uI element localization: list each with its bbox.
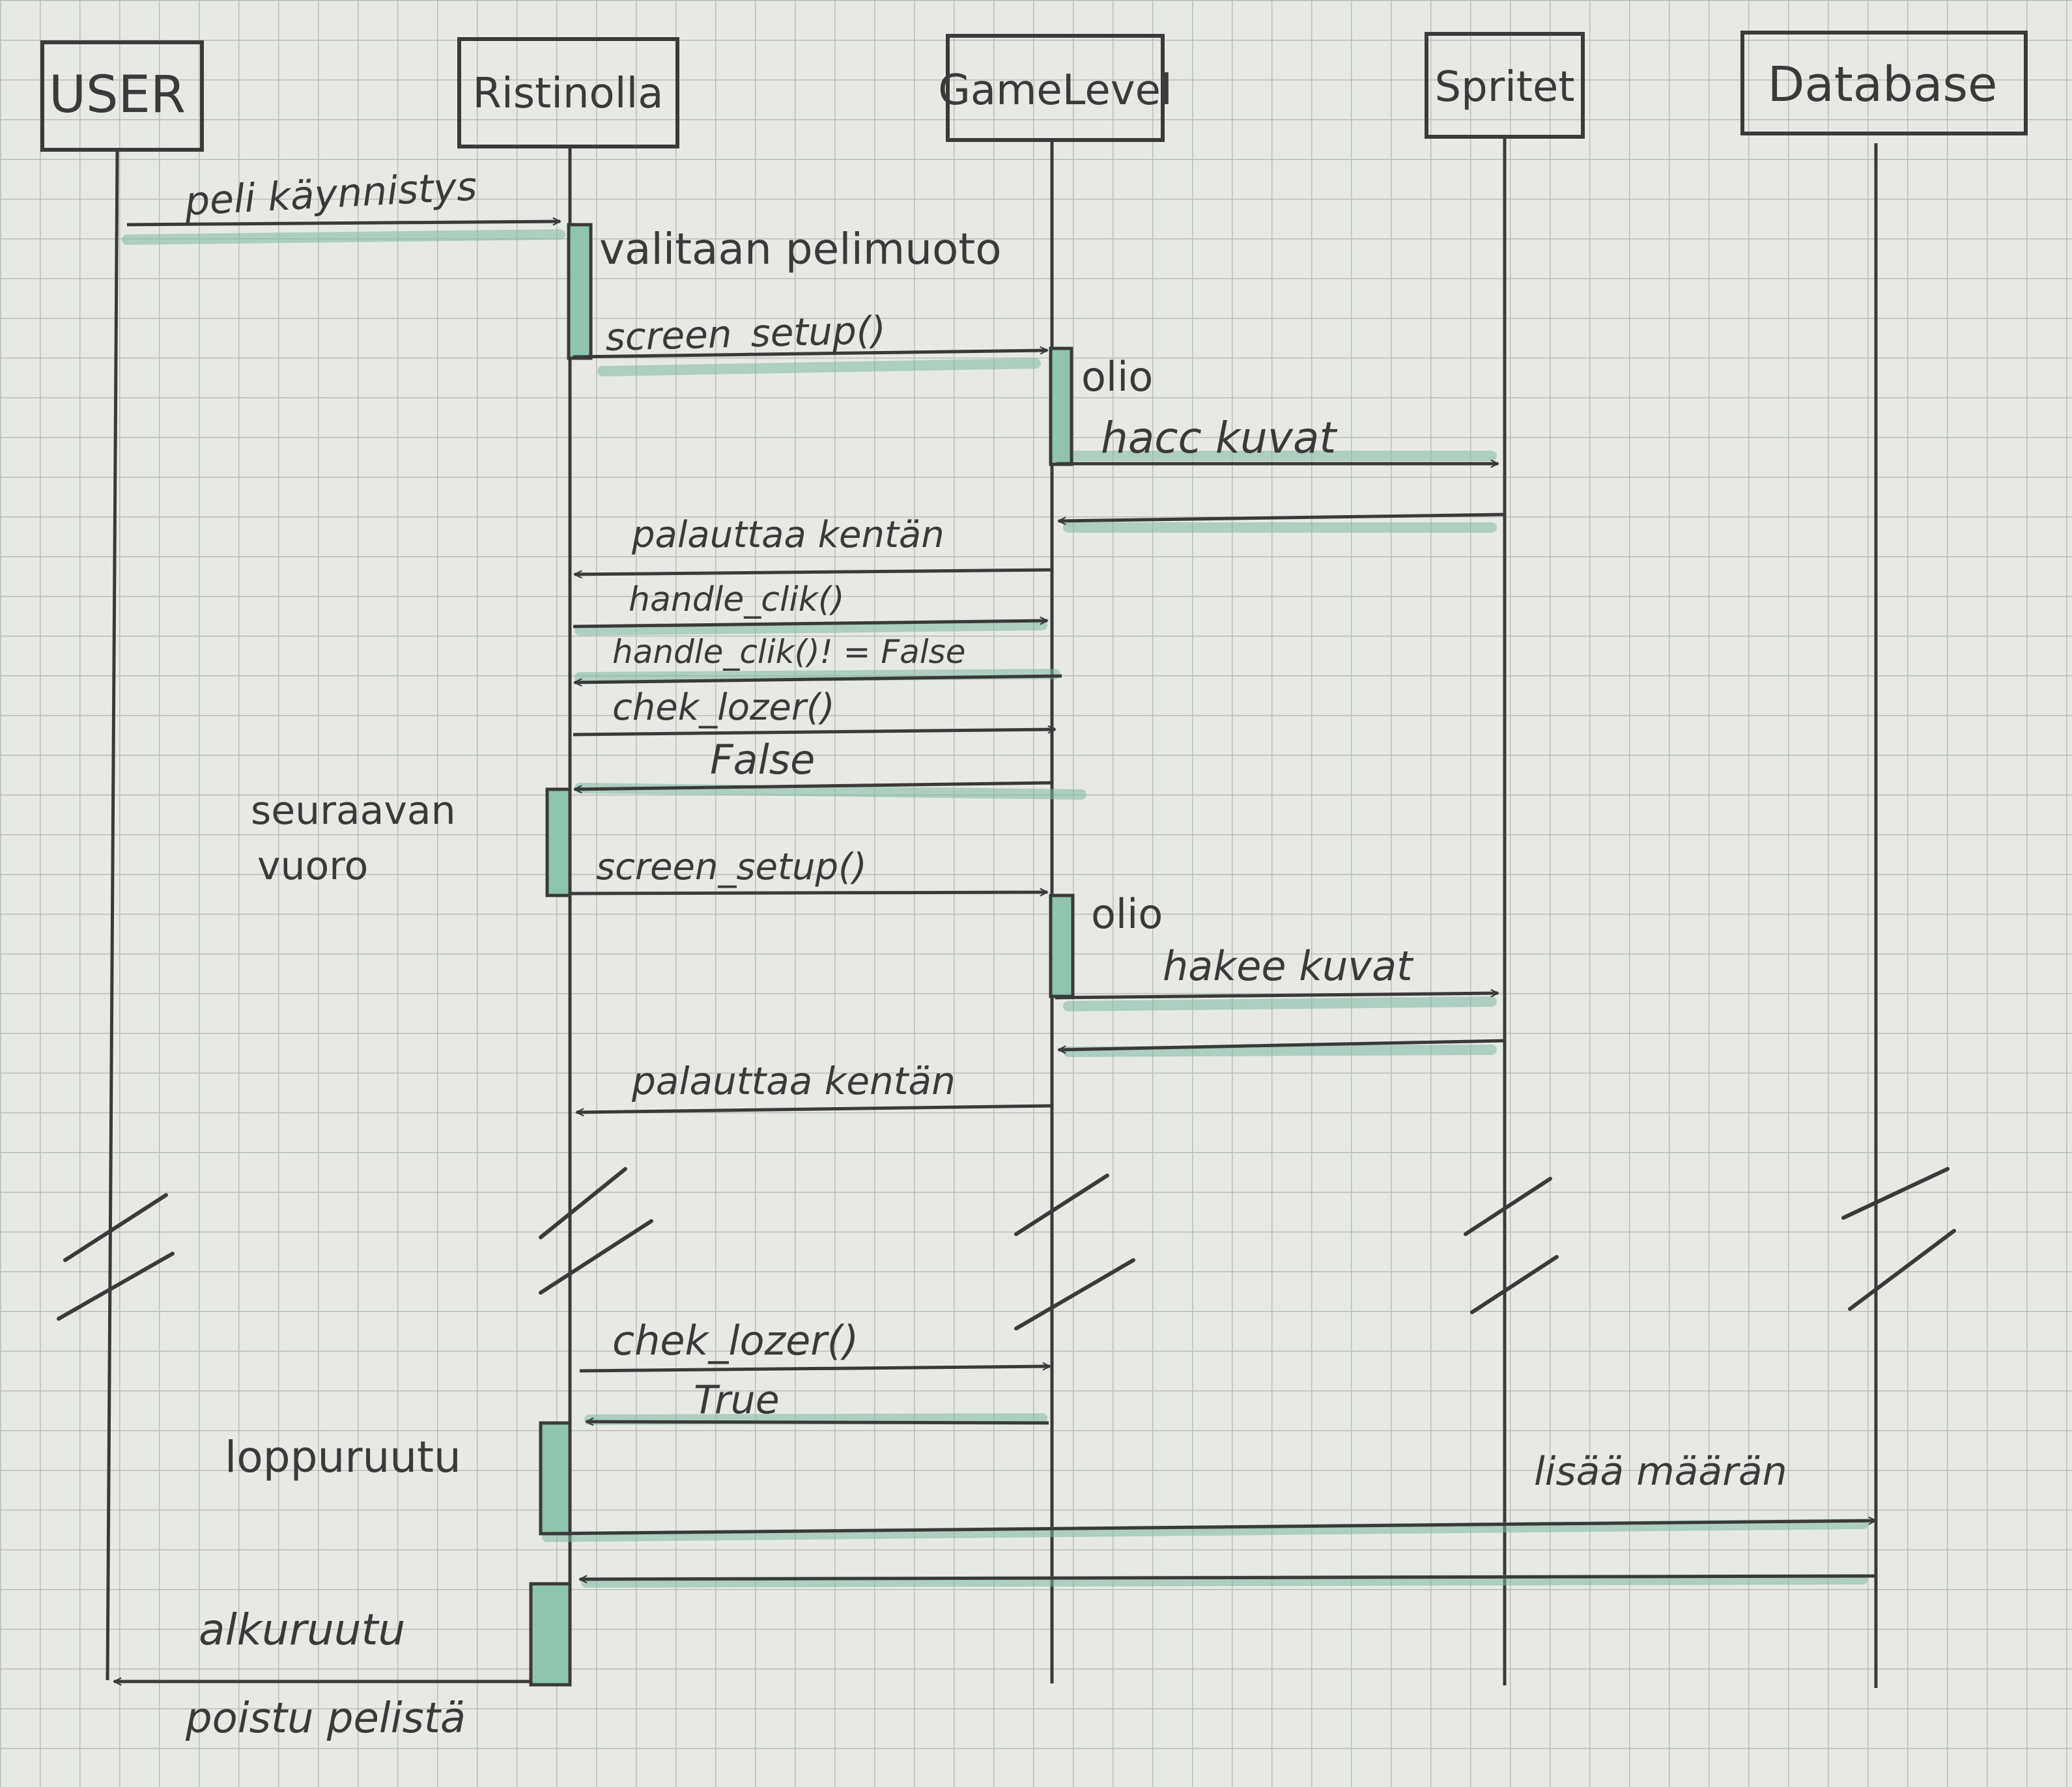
break-mark-ristinolla-2 bbox=[539, 1219, 653, 1295]
highlight-m15 bbox=[584, 1413, 1047, 1425]
activation-ristinolla-4 bbox=[529, 1582, 572, 1687]
note-seuraavan: seuraavan bbox=[251, 788, 456, 834]
break-mark-spritet-2 bbox=[1470, 1255, 1559, 1314]
participant-label-database: Database bbox=[1767, 57, 1997, 113]
participant-label-gamelevel: GameLevel bbox=[938, 66, 1172, 115]
activation-ristinolla-2 bbox=[545, 787, 572, 897]
break-mark-spritet-1 bbox=[1464, 1177, 1552, 1236]
arrow-m13 bbox=[576, 1104, 1053, 1112]
note-loppuruutu: loppuruutu bbox=[225, 1432, 461, 1482]
message-label-m18: poistu pelistä bbox=[185, 1695, 466, 1743]
break-mark-user-2 bbox=[57, 1252, 175, 1321]
arrow-m4 bbox=[1058, 513, 1505, 521]
message-label-m3: hacc kuvat bbox=[1101, 413, 1337, 463]
highlight-m11 bbox=[1063, 996, 1497, 1011]
arrow-m15 bbox=[586, 1422, 1049, 1423]
message-label-m16: lisää määrän bbox=[1534, 1449, 1787, 1495]
highlight-m6 bbox=[575, 620, 1047, 636]
message-label-m10: screen_setup() bbox=[596, 846, 867, 888]
activation-gamelevel-1 bbox=[1049, 346, 1073, 466]
participant-label-ristinolla: Ristinolla bbox=[473, 70, 664, 118]
arrow-m16 bbox=[543, 1521, 1876, 1536]
highlight-m2 bbox=[597, 358, 1041, 376]
message-label-m6: handle_clik() bbox=[629, 580, 844, 619]
note-alkuruutu: alkuruutu bbox=[199, 1605, 405, 1655]
participant-box-spritet bbox=[1425, 32, 1585, 139]
participant-label-user: USER bbox=[49, 66, 186, 124]
highlight-m7 bbox=[575, 669, 1060, 682]
participant-box-ristinolla bbox=[457, 37, 679, 148]
highlight-m16 bbox=[542, 1519, 1868, 1542]
arrow-m2 bbox=[573, 350, 1047, 359]
note-valitaan-pelimuoto: valitaan pelimuoto bbox=[599, 224, 1002, 274]
note-olio-2: olio bbox=[1091, 890, 1163, 938]
participant-box-user bbox=[40, 40, 204, 152]
arrow-m17 bbox=[580, 1574, 1877, 1579]
message-label-m2: screen_setup() bbox=[605, 308, 887, 359]
participant-label-spritet: Spritet bbox=[1435, 63, 1575, 111]
message-label-m5: palauttaa kentän bbox=[631, 514, 944, 556]
message-label-m8: chek_lozer() bbox=[612, 686, 835, 729]
arrow-m5 bbox=[575, 568, 1053, 574]
activation-ristinolla-3 bbox=[539, 1421, 572, 1536]
message-label-m11: hakee kuvat bbox=[1163, 942, 1414, 990]
message-label-m13: palauttaa kentän bbox=[631, 1059, 956, 1103]
arrow-m8 bbox=[573, 729, 1055, 737]
break-mark-database-2 bbox=[1848, 1229, 1956, 1311]
message-label-m9: False bbox=[710, 736, 815, 783]
note-olio-1: olio bbox=[1081, 353, 1153, 401]
message-label-m7: handle_clik()! = False bbox=[612, 633, 965, 671]
arrow-m6 bbox=[573, 621, 1047, 628]
participant-box-gamelevel bbox=[946, 34, 1165, 142]
activation-gamelevel-2 bbox=[1049, 894, 1075, 998]
break-mark-ristinolla-1 bbox=[539, 1167, 627, 1239]
arrow-m7 bbox=[575, 674, 1062, 682]
arrow-m14 bbox=[579, 1366, 1050, 1373]
arrow-m10 bbox=[569, 892, 1047, 894]
arrow-m1 bbox=[126, 221, 560, 227]
highlight-m1 bbox=[122, 229, 565, 245]
break-mark-gamelevel-2 bbox=[1014, 1258, 1135, 1330]
break-mark-user-1 bbox=[63, 1193, 168, 1262]
arrow-m9 bbox=[575, 781, 1053, 789]
break-mark-database-1 bbox=[1841, 1167, 1950, 1220]
highlight-m17 bbox=[581, 1574, 1868, 1588]
arrow-m11 bbox=[1055, 993, 1498, 1000]
message-label-m14: chek_lozer() bbox=[612, 1317, 859, 1364]
arrow-m12 bbox=[1058, 1039, 1505, 1050]
participant-box-database bbox=[1740, 31, 2028, 135]
message-label-m15: True bbox=[694, 1377, 780, 1423]
note-vuoro: vuoro bbox=[257, 843, 368, 889]
activation-ristinolla-1 bbox=[567, 223, 593, 360]
highlight-m12 bbox=[1063, 1045, 1497, 1057]
break-mark-gamelevel-1 bbox=[1014, 1174, 1109, 1236]
lifeline-user bbox=[106, 150, 119, 1681]
